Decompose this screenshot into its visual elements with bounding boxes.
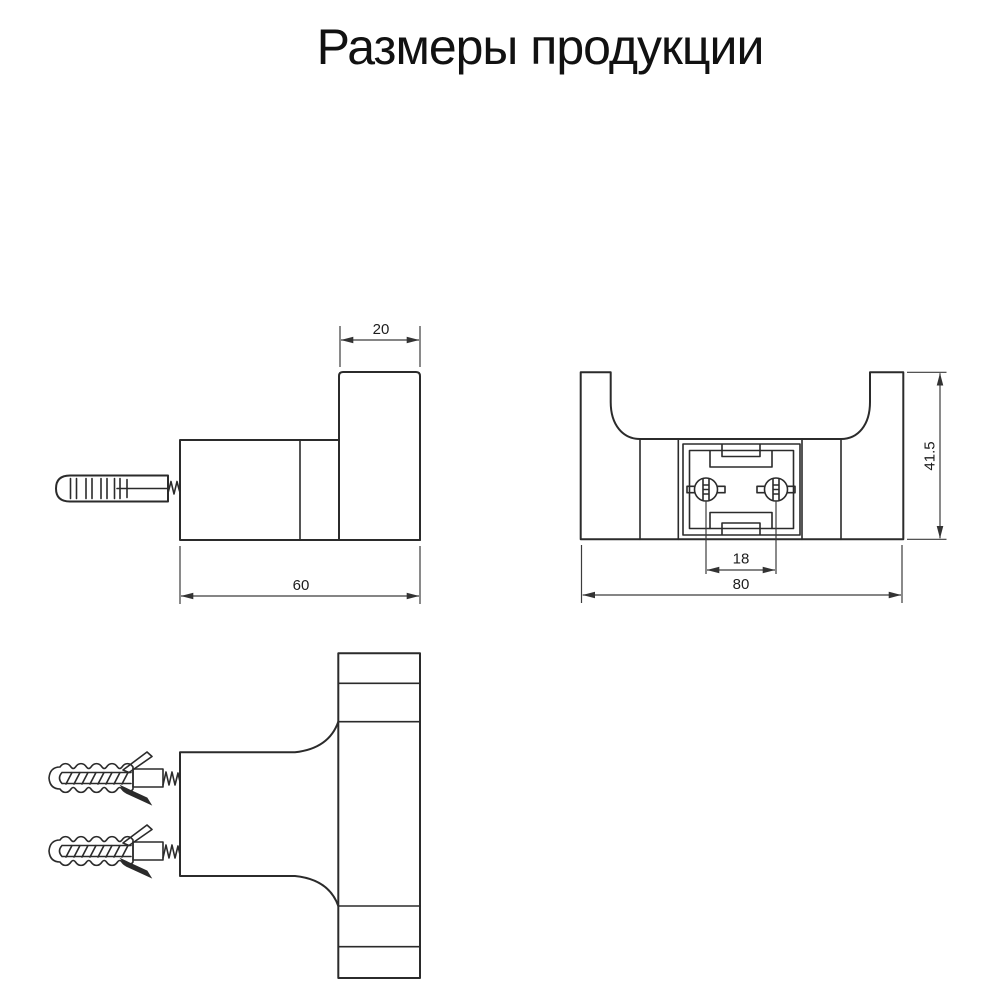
dim-hook-depth-label: 20	[373, 321, 390, 338]
dim-overall-width: 80	[580, 545, 903, 603]
plate-tabs	[709, 444, 773, 536]
anchor-body	[48, 762, 134, 794]
back-section-lines	[639, 438, 842, 541]
wall-anchor-top-1	[48, 751, 181, 806]
top-view	[48, 652, 421, 979]
hook-bar-outline	[337, 652, 421, 979]
dim-base-length: 60	[179, 546, 421, 604]
mounting-plate	[682, 443, 801, 536]
anchor-collar	[132, 768, 164, 788]
anchor-ribs	[69, 477, 121, 500]
anchor-screw	[58, 771, 132, 785]
dim-screw-spacing: 18	[705, 501, 777, 574]
wall-anchor-side	[55, 474, 181, 503]
page-title: Размеры продукции	[316, 19, 765, 75]
anchor-wing-upper	[122, 751, 153, 774]
hook-bar-section-lines	[337, 682, 421, 948]
body-outline	[179, 720, 340, 907]
screw-thread	[167, 480, 181, 495]
back-view: 18 80 41.5	[579, 371, 947, 603]
screw-left	[686, 477, 726, 502]
screw-cross	[116, 478, 168, 499]
anchor-thread	[162, 771, 181, 786]
hook-post-outline	[338, 371, 421, 541]
dim-overall-width-label: 80	[733, 576, 750, 593]
dim-overall-height: 41.5	[907, 371, 947, 540]
dim-overall-height-label: 41.5	[922, 441, 939, 470]
screw-right	[756, 477, 796, 502]
wall-anchor-top-2	[48, 824, 181, 879]
dim-screw-spacing-label: 18	[733, 551, 750, 568]
side-view: 20 60	[55, 321, 421, 604]
dim-base-length-label: 60	[293, 577, 310, 594]
dim-hook-depth: 20	[339, 321, 421, 367]
anchor-wing-lower	[119, 784, 153, 806]
